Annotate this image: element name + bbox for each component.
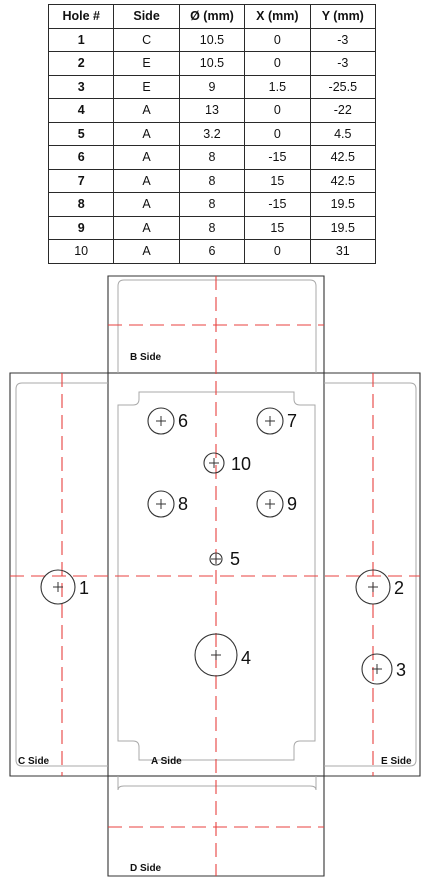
diameter-cell: 13: [178, 98, 246, 123]
hole-circle: [40, 569, 76, 605]
side-cell: E: [113, 51, 180, 76]
hole-number-label: 9: [287, 494, 297, 514]
side-b-label: B Side: [130, 352, 162, 363]
hole-number-cell: 3: [47, 74, 115, 99]
hole-number-cell: 2: [47, 51, 115, 76]
hole-number-cell: 4: [47, 98, 115, 123]
hole-number-cell: 9: [47, 215, 115, 240]
side-b-inner-outline: [117, 279, 317, 373]
diameter-cell: 8: [178, 192, 246, 217]
hole-number-label: 10: [231, 454, 251, 474]
hole-number-cell: 8: [47, 192, 115, 217]
side-e-label: E Side: [381, 756, 412, 767]
x-cell: -15: [244, 145, 311, 170]
hole-number-label: 2: [394, 578, 404, 598]
hole-circle: [203, 452, 225, 474]
diameter-cell: 6: [178, 239, 246, 264]
diameter-cell: 10.5: [178, 51, 246, 76]
hole-6: 6: [147, 407, 188, 435]
hole-circle: [209, 552, 223, 566]
hole-10: 10: [203, 452, 251, 474]
side-e-inner-outline: [324, 382, 417, 767]
hole-number-cell: 5: [47, 121, 115, 146]
col-header-hole: Hole #: [47, 4, 115, 29]
hole-1: 1: [40, 569, 89, 605]
x-cell: 0: [244, 51, 311, 76]
side-c-label: C Side: [18, 756, 50, 767]
x-cell: 0: [244, 239, 311, 264]
y-cell: 4.5: [309, 121, 377, 146]
side-cell: A: [113, 121, 180, 146]
hole-number-label: 1: [79, 578, 89, 598]
hole-table-header: Hole # Side Ø (mm) X (mm) Y (mm): [47, 4, 377, 29]
diameter-cell: 10.5: [178, 27, 246, 52]
side-c-outline: [9, 372, 108, 777]
hole-5: 5: [209, 549, 240, 569]
y-cell: -25.5: [309, 74, 377, 99]
hole-3: 3: [361, 653, 406, 685]
hole-circle: [361, 653, 393, 685]
y-cell: -3: [309, 51, 377, 76]
hole-number-label: 5: [230, 549, 240, 569]
col-header-x: X (mm): [244, 4, 311, 29]
hole-7: 7: [256, 407, 297, 435]
diameter-cell: 8: [178, 168, 246, 193]
hole-number-label: 3: [396, 660, 406, 680]
y-cell: -3: [309, 27, 377, 52]
hole-circle: [256, 407, 284, 435]
diameter-cell: 8: [178, 145, 246, 170]
hole-number-label: 7: [287, 411, 297, 431]
side-d-label: D Side: [130, 863, 162, 874]
side-cell: A: [113, 239, 180, 264]
col-header-side: Side: [113, 4, 180, 29]
side-c-inner-outline: [15, 382, 108, 767]
y-cell: 42.5: [309, 145, 377, 170]
hole-circle: [147, 407, 175, 435]
col-header-y: Y (mm): [309, 4, 377, 29]
side-cell: A: [113, 145, 180, 170]
hole-4: 4: [194, 633, 251, 677]
hole-2: 2: [355, 569, 404, 605]
side-a-inner-outline: [117, 391, 316, 761]
hole-circle: [256, 490, 284, 518]
hole-number-cell: 10: [47, 239, 115, 264]
hole-number-label: 6: [178, 411, 188, 431]
x-cell: -15: [244, 192, 311, 217]
y-cell: 31: [309, 239, 377, 264]
x-cell: 0: [244, 98, 311, 123]
y-cell: 42.5: [309, 168, 377, 193]
diameter-cell: 9: [178, 74, 246, 99]
side-a-label: A Side: [151, 756, 182, 767]
side-cell: A: [113, 98, 180, 123]
side-d-inner-outline: [117, 776, 317, 791]
hole-circle: [355, 569, 391, 605]
x-cell: 1.5: [244, 74, 311, 99]
side-cell: E: [113, 74, 180, 99]
diameter-cell: 8: [178, 215, 246, 240]
diameter-cell: 3.2: [178, 121, 246, 146]
side-e-outline: [324, 372, 421, 777]
side-cell: C: [113, 27, 180, 52]
hole-table-header-row: Hole # Side Ø (mm) X (mm) Y (mm): [47, 4, 377, 29]
hole-circle: [194, 633, 238, 677]
y-cell: 19.5: [309, 192, 377, 217]
hole-9: 9: [256, 490, 297, 518]
side-cell: A: [113, 168, 180, 193]
hole-number-label: 4: [241, 648, 251, 668]
hole-circle: [147, 490, 175, 518]
y-cell: -22: [309, 98, 377, 123]
hole-8: 8: [147, 490, 188, 518]
hole-number-label: 8: [178, 494, 188, 514]
